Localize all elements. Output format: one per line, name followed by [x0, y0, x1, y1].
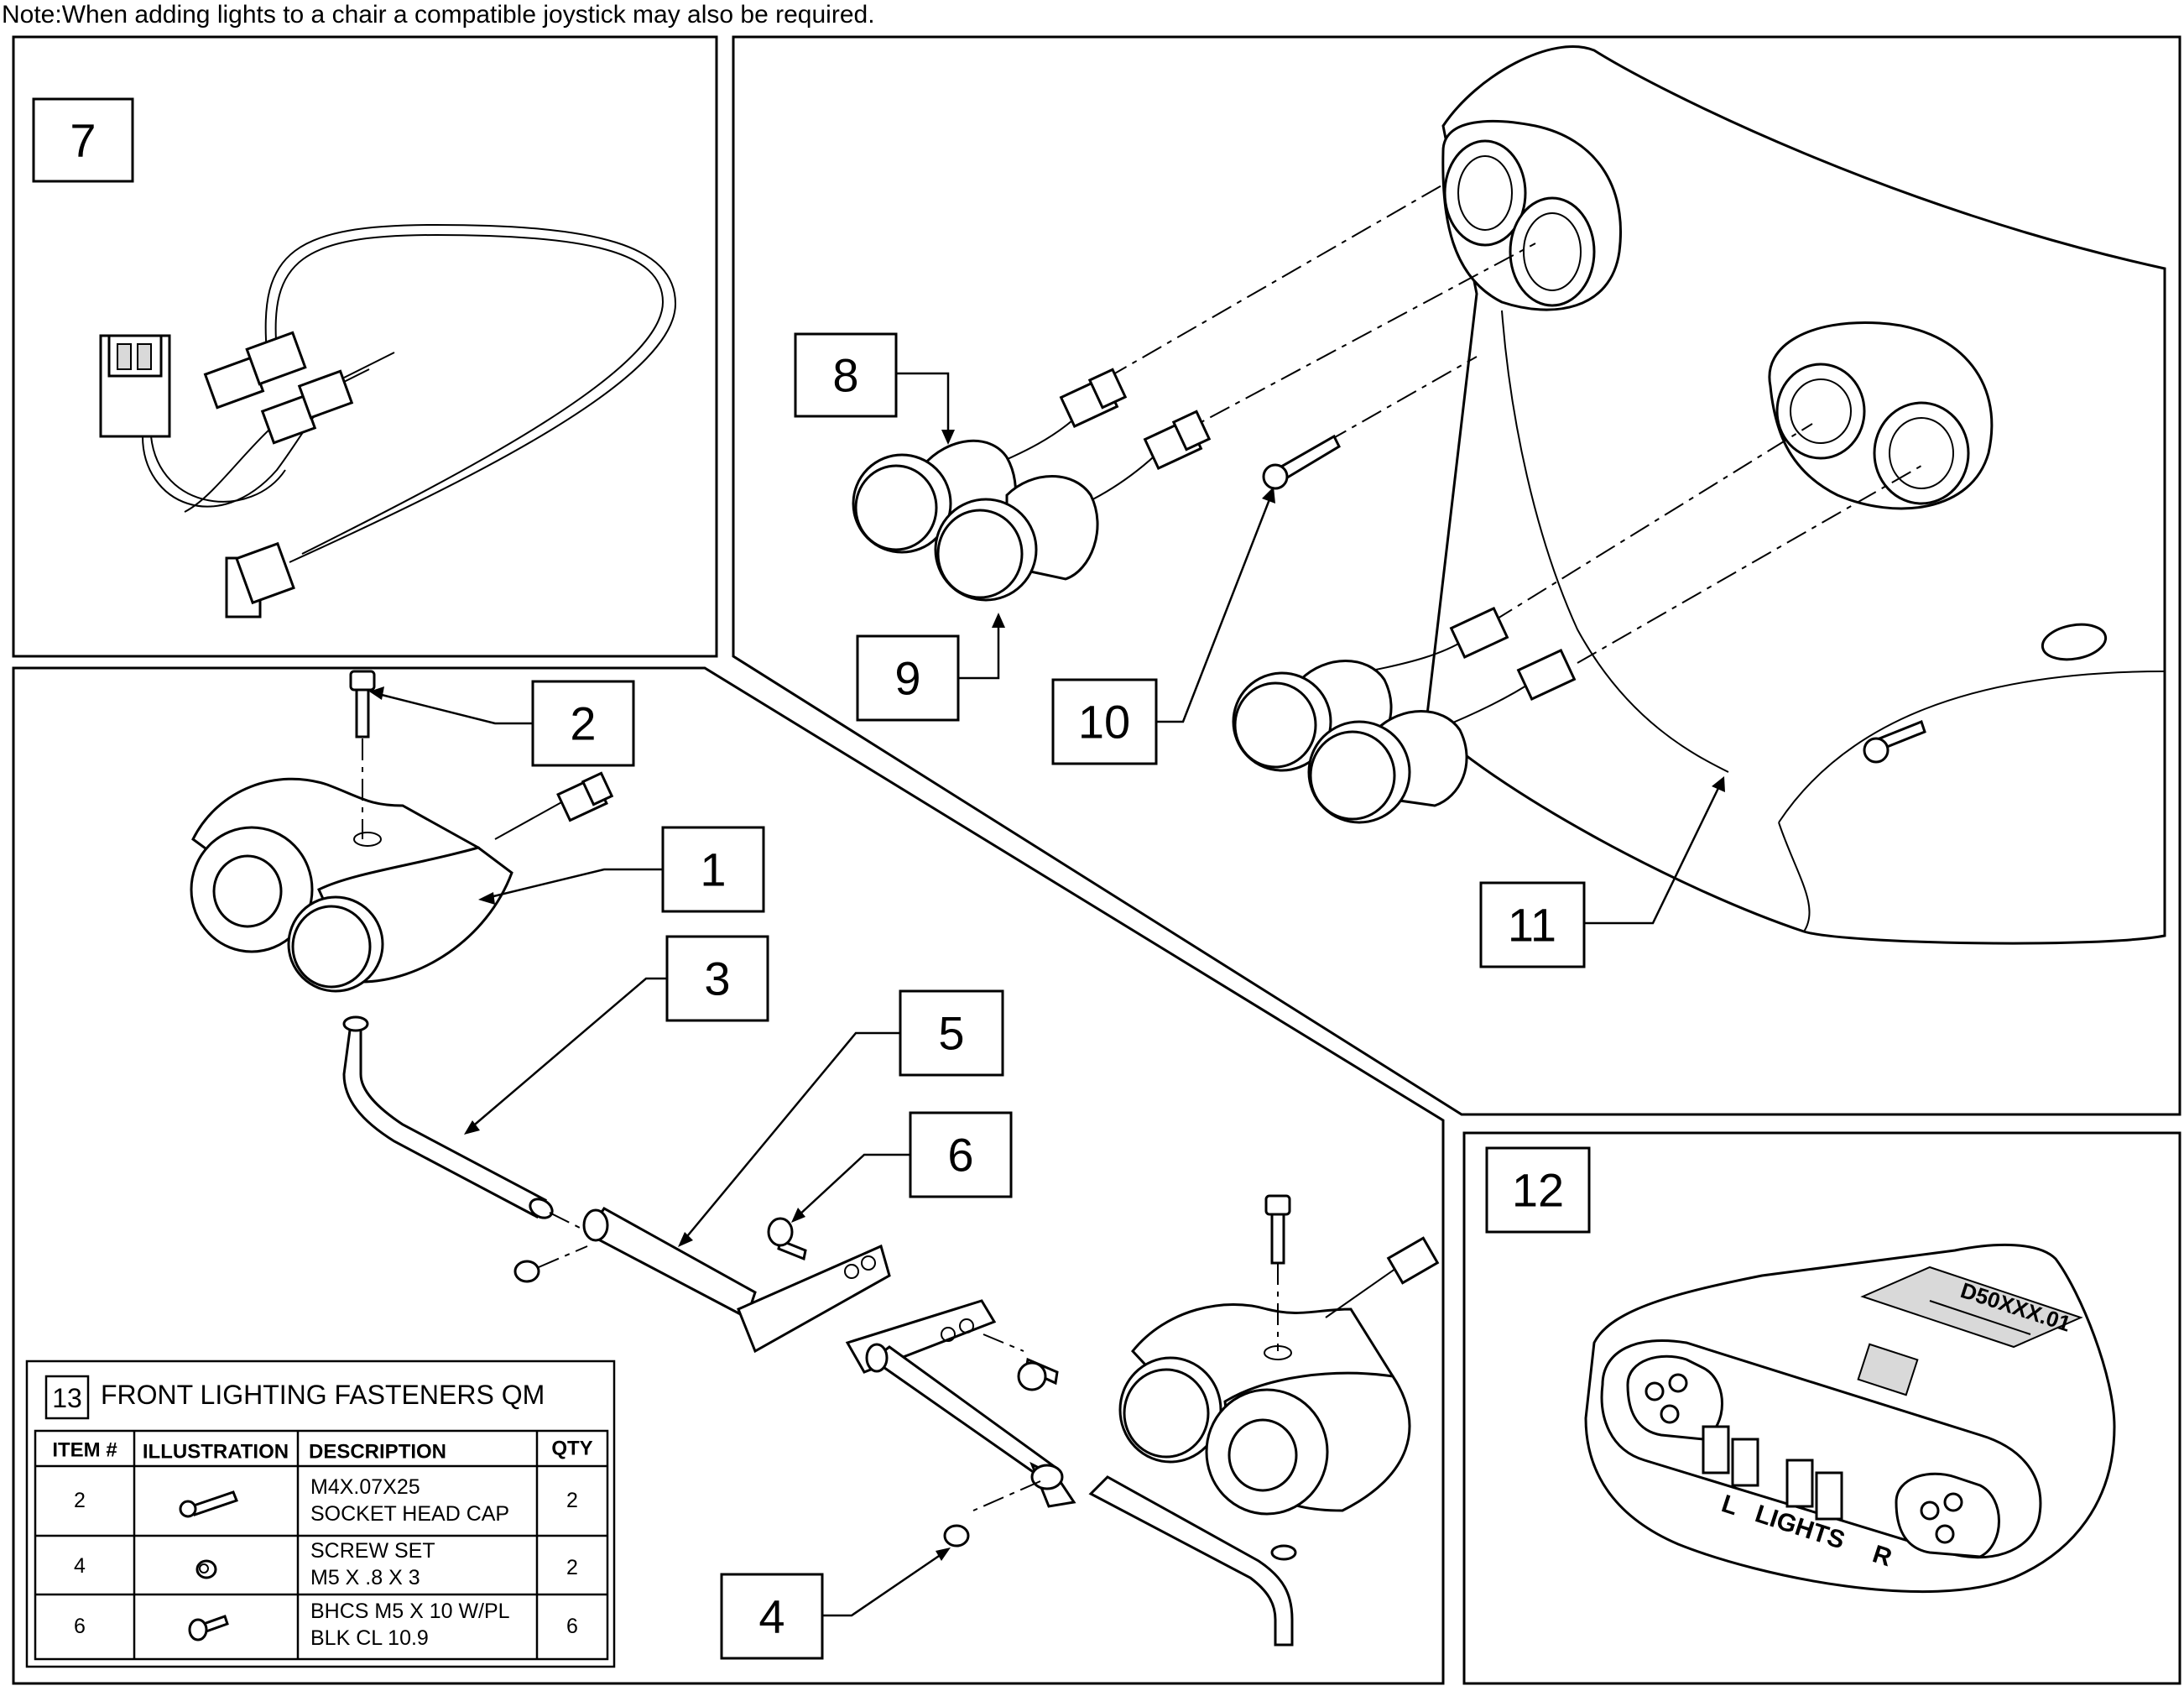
table-cell-item: 4: [74, 1554, 86, 1578]
wiring-harness: [99, 223, 677, 618]
callout-12-label: 12: [1512, 1164, 1564, 1217]
callout-9: 9: [856, 634, 960, 722]
module-right-socket: [1895, 1472, 2000, 1558]
panel-front-lights: [12, 666, 1445, 1685]
leader-3: [469, 977, 667, 1130]
callout-2-label: 2: [570, 697, 596, 750]
callout-10-label: 10: [1078, 696, 1130, 749]
panel-frames: [12, 35, 2181, 1685]
callout-2: 2: [531, 680, 635, 767]
callout-3-label: 3: [704, 952, 730, 1005]
panel-shroud: [732, 35, 2181, 1116]
callout-10: 10: [1051, 678, 1158, 765]
table-header-illustration: ILLUSTRATION: [143, 1441, 289, 1464]
table-number-box: [44, 1375, 90, 1420]
shroud-screw-hole: [2041, 623, 2108, 661]
leader-1-arrow: [478, 892, 495, 905]
table-header-item: ITEM #: [52, 1439, 117, 1462]
table-cell-description-1: BHCS M5 X 10 W/PL: [310, 1600, 510, 1623]
leader-11: [1584, 784, 1722, 925]
callout-5-label: 5: [938, 1007, 964, 1060]
table-row: 6 BHCS M5 X 10 W/PL BLK CL 10.9 6: [74, 1600, 578, 1650]
table-cell-qty: 2: [566, 1556, 578, 1579]
table-cell-qty: 6: [566, 1615, 578, 1638]
leader-5-arrow: [678, 1232, 693, 1247]
leader-6: [796, 1153, 910, 1218]
leader-6-arrow: [791, 1208, 805, 1223]
leader-9: [958, 621, 1000, 680]
table-cell-description-1: M4X.07X25: [310, 1475, 420, 1499]
module-port-right: [1785, 1459, 1814, 1508]
leader-3-arrow: [464, 1120, 480, 1135]
table-title: FRONT LIGHTING FASTENERS QM: [101, 1380, 545, 1410]
leader-2: [374, 692, 533, 725]
leader-10-arrow: [1262, 487, 1275, 504]
leader-1: [486, 868, 663, 900]
front-lights-assembly: [190, 670, 1440, 1647]
module-left-socket: [1626, 1354, 1723, 1441]
callout-7-label: 7: [70, 114, 96, 167]
button-head-screw-icon: [188, 1615, 229, 1641]
callout-1-label: 1: [700, 843, 726, 896]
table-frame: [25, 1360, 616, 1668]
leader-8-arrow: [941, 430, 955, 445]
leader-5: [683, 1031, 900, 1241]
table-cell-qty: 2: [566, 1489, 578, 1512]
callout-9-label: 9: [894, 652, 920, 705]
table-cell-item: 6: [74, 1615, 86, 1638]
callout-12: 12: [1485, 1146, 1591, 1234]
callout-4-label: 4: [758, 1590, 784, 1643]
table-cell-description-2: M5 X .8 X 3: [310, 1566, 420, 1589]
table-number: 13: [52, 1383, 82, 1413]
fastener-table: 13 FRONT LIGHTING FASTENERS QM ITEM # IL…: [25, 1360, 616, 1668]
callout-5: 5: [899, 989, 1004, 1077]
callout-1: 1: [661, 826, 765, 913]
callout-8: 8: [794, 332, 898, 418]
alignment-lines-shroud: [1107, 184, 1922, 664]
callout-4: 4: [720, 1573, 824, 1660]
module-logo: [1857, 1343, 1919, 1396]
callout-11: 11: [1479, 881, 1586, 968]
table-cell-item: 2: [74, 1489, 86, 1512]
leader-11-arrow: [1712, 776, 1725, 792]
screw-10: [1262, 434, 1341, 490]
callout-7: 7: [32, 97, 134, 183]
callout-6-label: 6: [947, 1129, 973, 1182]
panel-harness: [12, 35, 718, 658]
lamp-assembly-9: [934, 410, 1212, 602]
module-label-plate: [1860, 1266, 2083, 1349]
shroud-lamp-socket-3: [1775, 363, 1866, 460]
lamp-assembly-lower-right: [1232, 606, 1926, 824]
shroud-lamp-socket-1: [1443, 139, 1527, 247]
table-cell-description-1: SCREW SET: [310, 1539, 435, 1563]
lighting-module: D50XXX.01 L LIGHTS R: [1584, 1243, 2116, 1594]
leader-4-arrow: [936, 1547, 951, 1561]
socket-head-cap-screw-icon: [179, 1490, 238, 1518]
table-row: 2 M4X.07X25 SOCKET HEAD CAP 2: [74, 1475, 578, 1526]
note-text: Note:When adding lights to a chair a com…: [2, 1, 875, 29]
module-port-left: [1702, 1425, 1730, 1474]
table-header-qty: QTY: [551, 1438, 592, 1460]
leader-8: [896, 372, 950, 436]
callout-3: 3: [665, 935, 769, 1022]
panel-module: [1462, 1131, 2181, 1685]
leader-lines: [369, 372, 1725, 1617]
lighting-shroud: [1425, 45, 2166, 945]
set-screw-icon: [195, 1559, 217, 1579]
leader-9-arrow: [992, 613, 1005, 628]
callout-8-label: 8: [832, 349, 858, 402]
table-header-description: DESCRIPTION: [309, 1441, 446, 1464]
callout-6: 6: [909, 1111, 1013, 1198]
table-cell-description-2: BLK CL 10.9: [310, 1626, 429, 1650]
leader-10: [1156, 494, 1273, 723]
table-row: 4 SCREW SET M5 X .8 X 3 2: [74, 1539, 578, 1589]
table-cell-description-2: SOCKET HEAD CAP: [310, 1502, 509, 1526]
leader-2-arrow: [369, 686, 384, 700]
leader-4: [822, 1551, 945, 1617]
callout-11-label: 11: [1508, 899, 1556, 952]
